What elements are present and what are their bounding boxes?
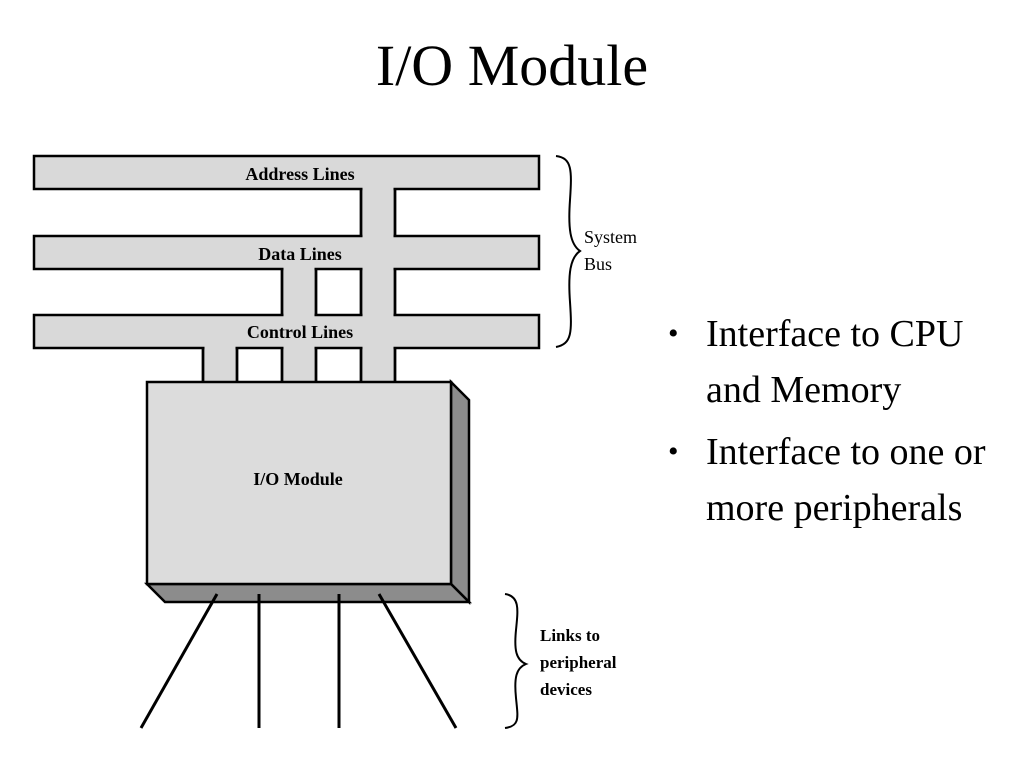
address-bus-bar bbox=[32, 154, 541, 191]
data-lines-label: Data Lines bbox=[258, 244, 342, 264]
address-lines-label: Address Lines bbox=[245, 164, 354, 184]
bullet-dot-icon: • bbox=[668, 317, 679, 350]
bullet-text: Interface to one or more peripherals bbox=[706, 431, 986, 529]
bullet-dot-icon: • bbox=[668, 435, 679, 468]
bullet-item: • Interface to CPU and Memory bbox=[668, 306, 1008, 418]
bullet-item: • Interface to one or more peripherals bbox=[668, 424, 1008, 536]
bullet-list: • Interface to CPU and Memory • Interfac… bbox=[668, 306, 1008, 542]
io-module-box bbox=[143, 378, 473, 606]
io-module-label: I/O Module bbox=[253, 469, 343, 489]
control-lines-label: Control Lines bbox=[247, 322, 353, 342]
peripheral-links bbox=[139, 593, 458, 729]
system-bus-label-line2: Bus bbox=[584, 254, 612, 274]
links-label-line2: peripheral bbox=[540, 653, 617, 672]
system-bus-brace bbox=[555, 155, 582, 348]
links-label-line1: Links to bbox=[540, 626, 600, 645]
bullet-text: Interface to CPU and Memory bbox=[706, 313, 964, 411]
links-brace bbox=[504, 593, 529, 729]
slide-title: I/O Module bbox=[375, 33, 649, 98]
links-label-line3: devices bbox=[540, 680, 592, 699]
system-bus-label-line1: System bbox=[584, 227, 637, 247]
